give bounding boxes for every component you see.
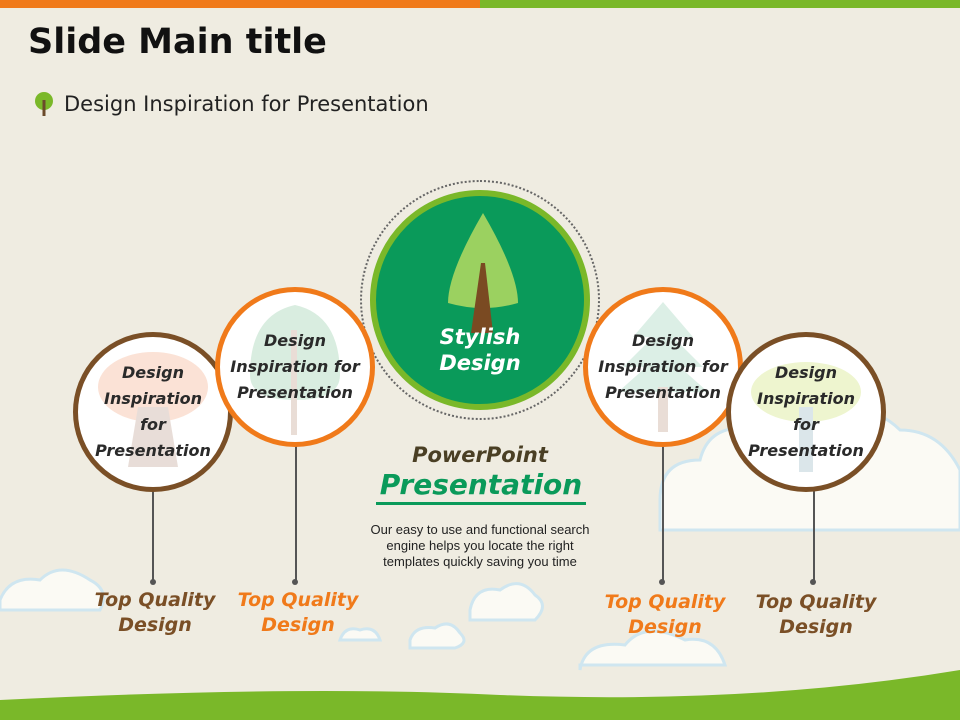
circle-text: Design Inspiration for Presentation xyxy=(598,331,728,402)
top-bar-green xyxy=(480,0,960,8)
circle-text: Design Inspiration for Presentation xyxy=(748,363,864,460)
top-bar-orange xyxy=(0,0,480,8)
description: Our easy to use and functional search en… xyxy=(370,522,590,569)
powerpoint-label: PowerPoint xyxy=(412,443,548,467)
circle-text: Design Inspiration for Presentation xyxy=(95,363,211,460)
tree-icon xyxy=(34,92,54,116)
tree-icon xyxy=(618,302,708,432)
center-label-2: Design xyxy=(439,351,521,375)
tree-icon xyxy=(448,213,518,333)
connector-dot xyxy=(810,579,816,585)
subtitle-text: Design Inspiration for Presentation xyxy=(64,92,429,116)
feature-circle-3[interactable]: Design Inspiration for Presentation xyxy=(583,287,743,447)
connector-dot xyxy=(659,579,665,585)
connector-line xyxy=(813,490,815,582)
connector-dot xyxy=(150,579,156,585)
connector-line xyxy=(295,445,297,582)
circle-text: Design Inspiration for Presentation xyxy=(230,331,360,402)
tree-icon xyxy=(751,362,861,472)
center-label-1: Stylish xyxy=(439,325,521,349)
center-dotted-ring xyxy=(360,180,600,420)
tree-icon xyxy=(98,352,208,467)
connector-dot xyxy=(292,579,298,585)
connector-line xyxy=(662,445,664,582)
center-circle[interactable]: Stylish Design xyxy=(370,190,590,410)
feature-circle-1[interactable]: Design Inspiration for Presentation xyxy=(73,332,233,492)
slide-title: Slide Main title xyxy=(28,22,327,62)
tree-icon xyxy=(250,305,340,435)
subtitle: Design Inspiration for Presentation xyxy=(34,92,429,116)
presentation-label: Presentation xyxy=(376,468,586,505)
connector-line xyxy=(152,490,154,582)
feature-circle-2[interactable]: Design Inspiration for Presentation xyxy=(215,287,375,447)
feature-circle-4[interactable]: Design Inspiration for Presentation xyxy=(726,332,886,492)
